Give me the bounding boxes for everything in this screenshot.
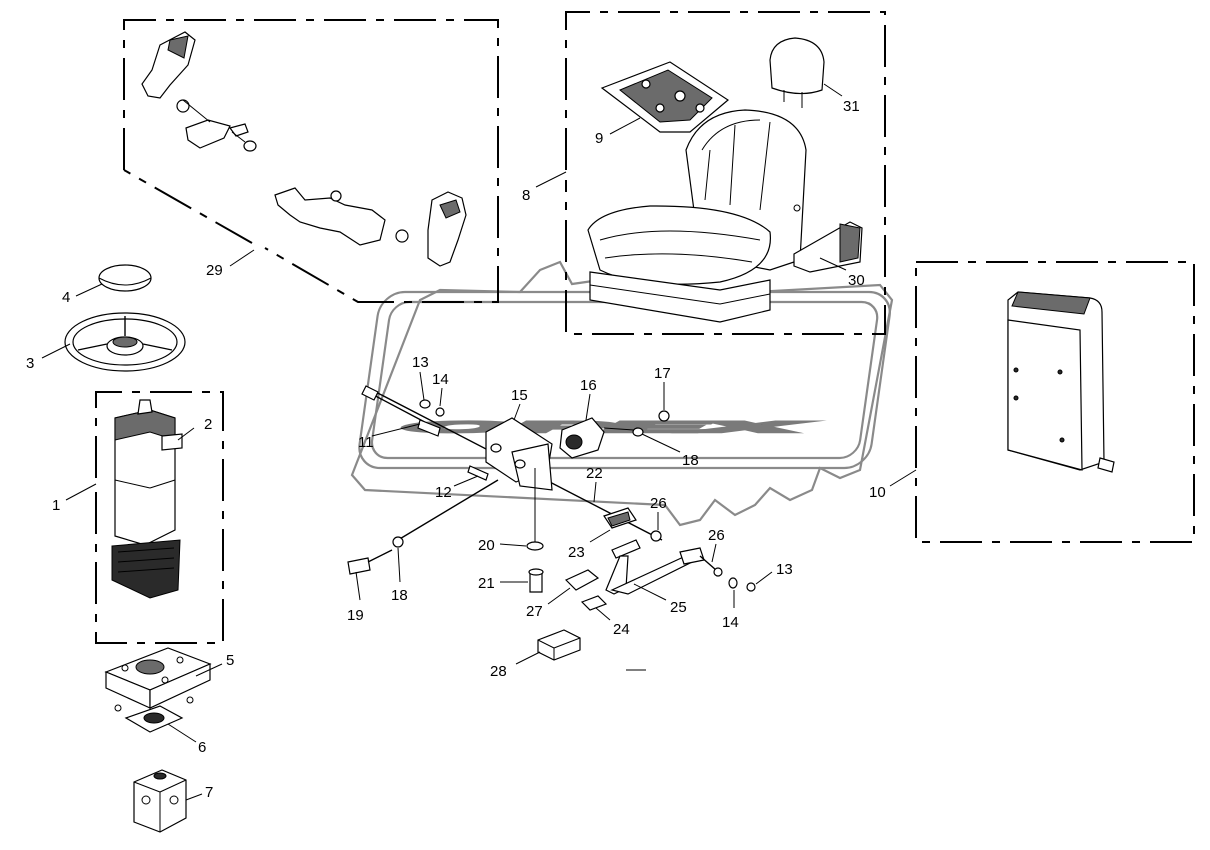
callout-19: 19 — [347, 607, 364, 624]
callout-16: 16 — [580, 377, 597, 394]
callout-27: 27 — [526, 603, 543, 620]
callout-10: 10 — [869, 484, 886, 501]
callout-15: 15 — [511, 387, 528, 404]
watermark-text: OPEX — [405, 419, 804, 436]
callout-18-right: 18 — [682, 452, 699, 469]
group-boundaries — [95, 11, 1195, 644]
callout-9: 9 — [595, 130, 603, 147]
callout-4: 4 — [62, 289, 70, 306]
callout-8: 8 — [522, 187, 530, 204]
steering-valve-assembly — [104, 647, 212, 833]
callout-20: 20 — [478, 537, 495, 554]
steering-wheel — [64, 312, 186, 372]
callout-23: 23 — [568, 544, 585, 561]
callout-17: 17 — [654, 365, 671, 382]
callout-1: 1 — [52, 497, 60, 514]
callout-3: 3 — [26, 355, 34, 372]
hub-cap — [98, 264, 152, 292]
callout-2: 2 — [204, 416, 212, 433]
callout-21: 21 — [478, 575, 495, 592]
callout-29: 29 — [206, 262, 223, 279]
callout-14-lower: 14 — [722, 614, 739, 631]
brake-pedal-linkage — [347, 385, 756, 671]
armrest-pad — [793, 221, 863, 273]
callout-22: 22 — [586, 465, 603, 482]
callout-13-lower: 13 — [776, 561, 793, 578]
callout-25: 25 — [670, 599, 687, 616]
seat-base-plate — [600, 61, 730, 133]
steering-column — [111, 399, 183, 599]
callout-5: 5 — [226, 652, 234, 669]
callout-13-upper: 13 — [412, 354, 429, 371]
driver-seat — [587, 109, 807, 323]
callout-11: 11 — [358, 434, 374, 451]
leader-lines — [41, 83, 917, 801]
callout-7: 7 — [205, 784, 213, 801]
callout-31: 31 — [843, 98, 860, 115]
callout-labels: 1 2 3 4 5 6 7 8 9 10 11 12 13 13 14 14 1… — [26, 98, 886, 801]
callout-12: 12 — [435, 484, 452, 501]
seat-back-cushion — [1007, 291, 1115, 473]
callout-18-left: 18 — [391, 587, 408, 604]
callout-30: 30 — [848, 272, 865, 289]
callout-26-lower: 26 — [708, 527, 725, 544]
callout-28: 28 — [490, 663, 507, 680]
armrest-bracket-parts — [141, 31, 467, 267]
callout-14-upper: 14 — [432, 371, 449, 388]
headrest — [769, 37, 825, 108]
callout-26-upper: 26 — [650, 495, 667, 512]
callout-6: 6 — [198, 739, 206, 756]
callout-24: 24 — [613, 621, 630, 638]
